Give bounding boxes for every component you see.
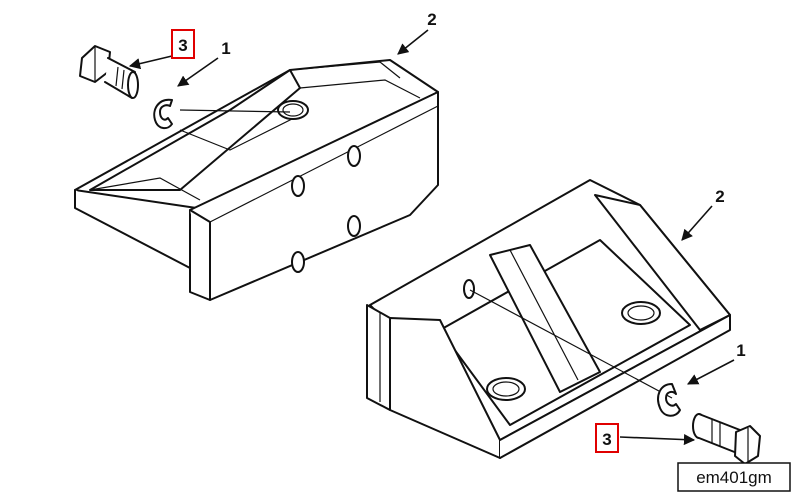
bottom-lock-washer-icon bbox=[657, 383, 681, 417]
bottom-bolt-icon bbox=[692, 413, 761, 465]
bottom-bracket bbox=[366, 179, 731, 459]
leader-lines bbox=[128, 29, 735, 446]
callout-bottom-item-3: 3 bbox=[595, 423, 619, 453]
callout-bottom-item-2: 2 bbox=[715, 187, 724, 206]
svg-text:3: 3 bbox=[178, 36, 187, 55]
callout-top-item-3: 3 bbox=[171, 29, 195, 59]
callout-top-item-2: 2 bbox=[427, 10, 436, 29]
top-bracket bbox=[74, 59, 439, 301]
svg-text:em401gm: em401gm bbox=[696, 468, 772, 487]
top-bolt-icon bbox=[79, 45, 139, 99]
svg-text:3: 3 bbox=[602, 430, 611, 449]
callout-top-item-1: 1 bbox=[221, 39, 230, 58]
top-lock-washer-icon bbox=[153, 98, 173, 130]
figure-id-label: em401gm bbox=[677, 462, 791, 492]
callout-bottom-item-1: 1 bbox=[736, 341, 745, 360]
